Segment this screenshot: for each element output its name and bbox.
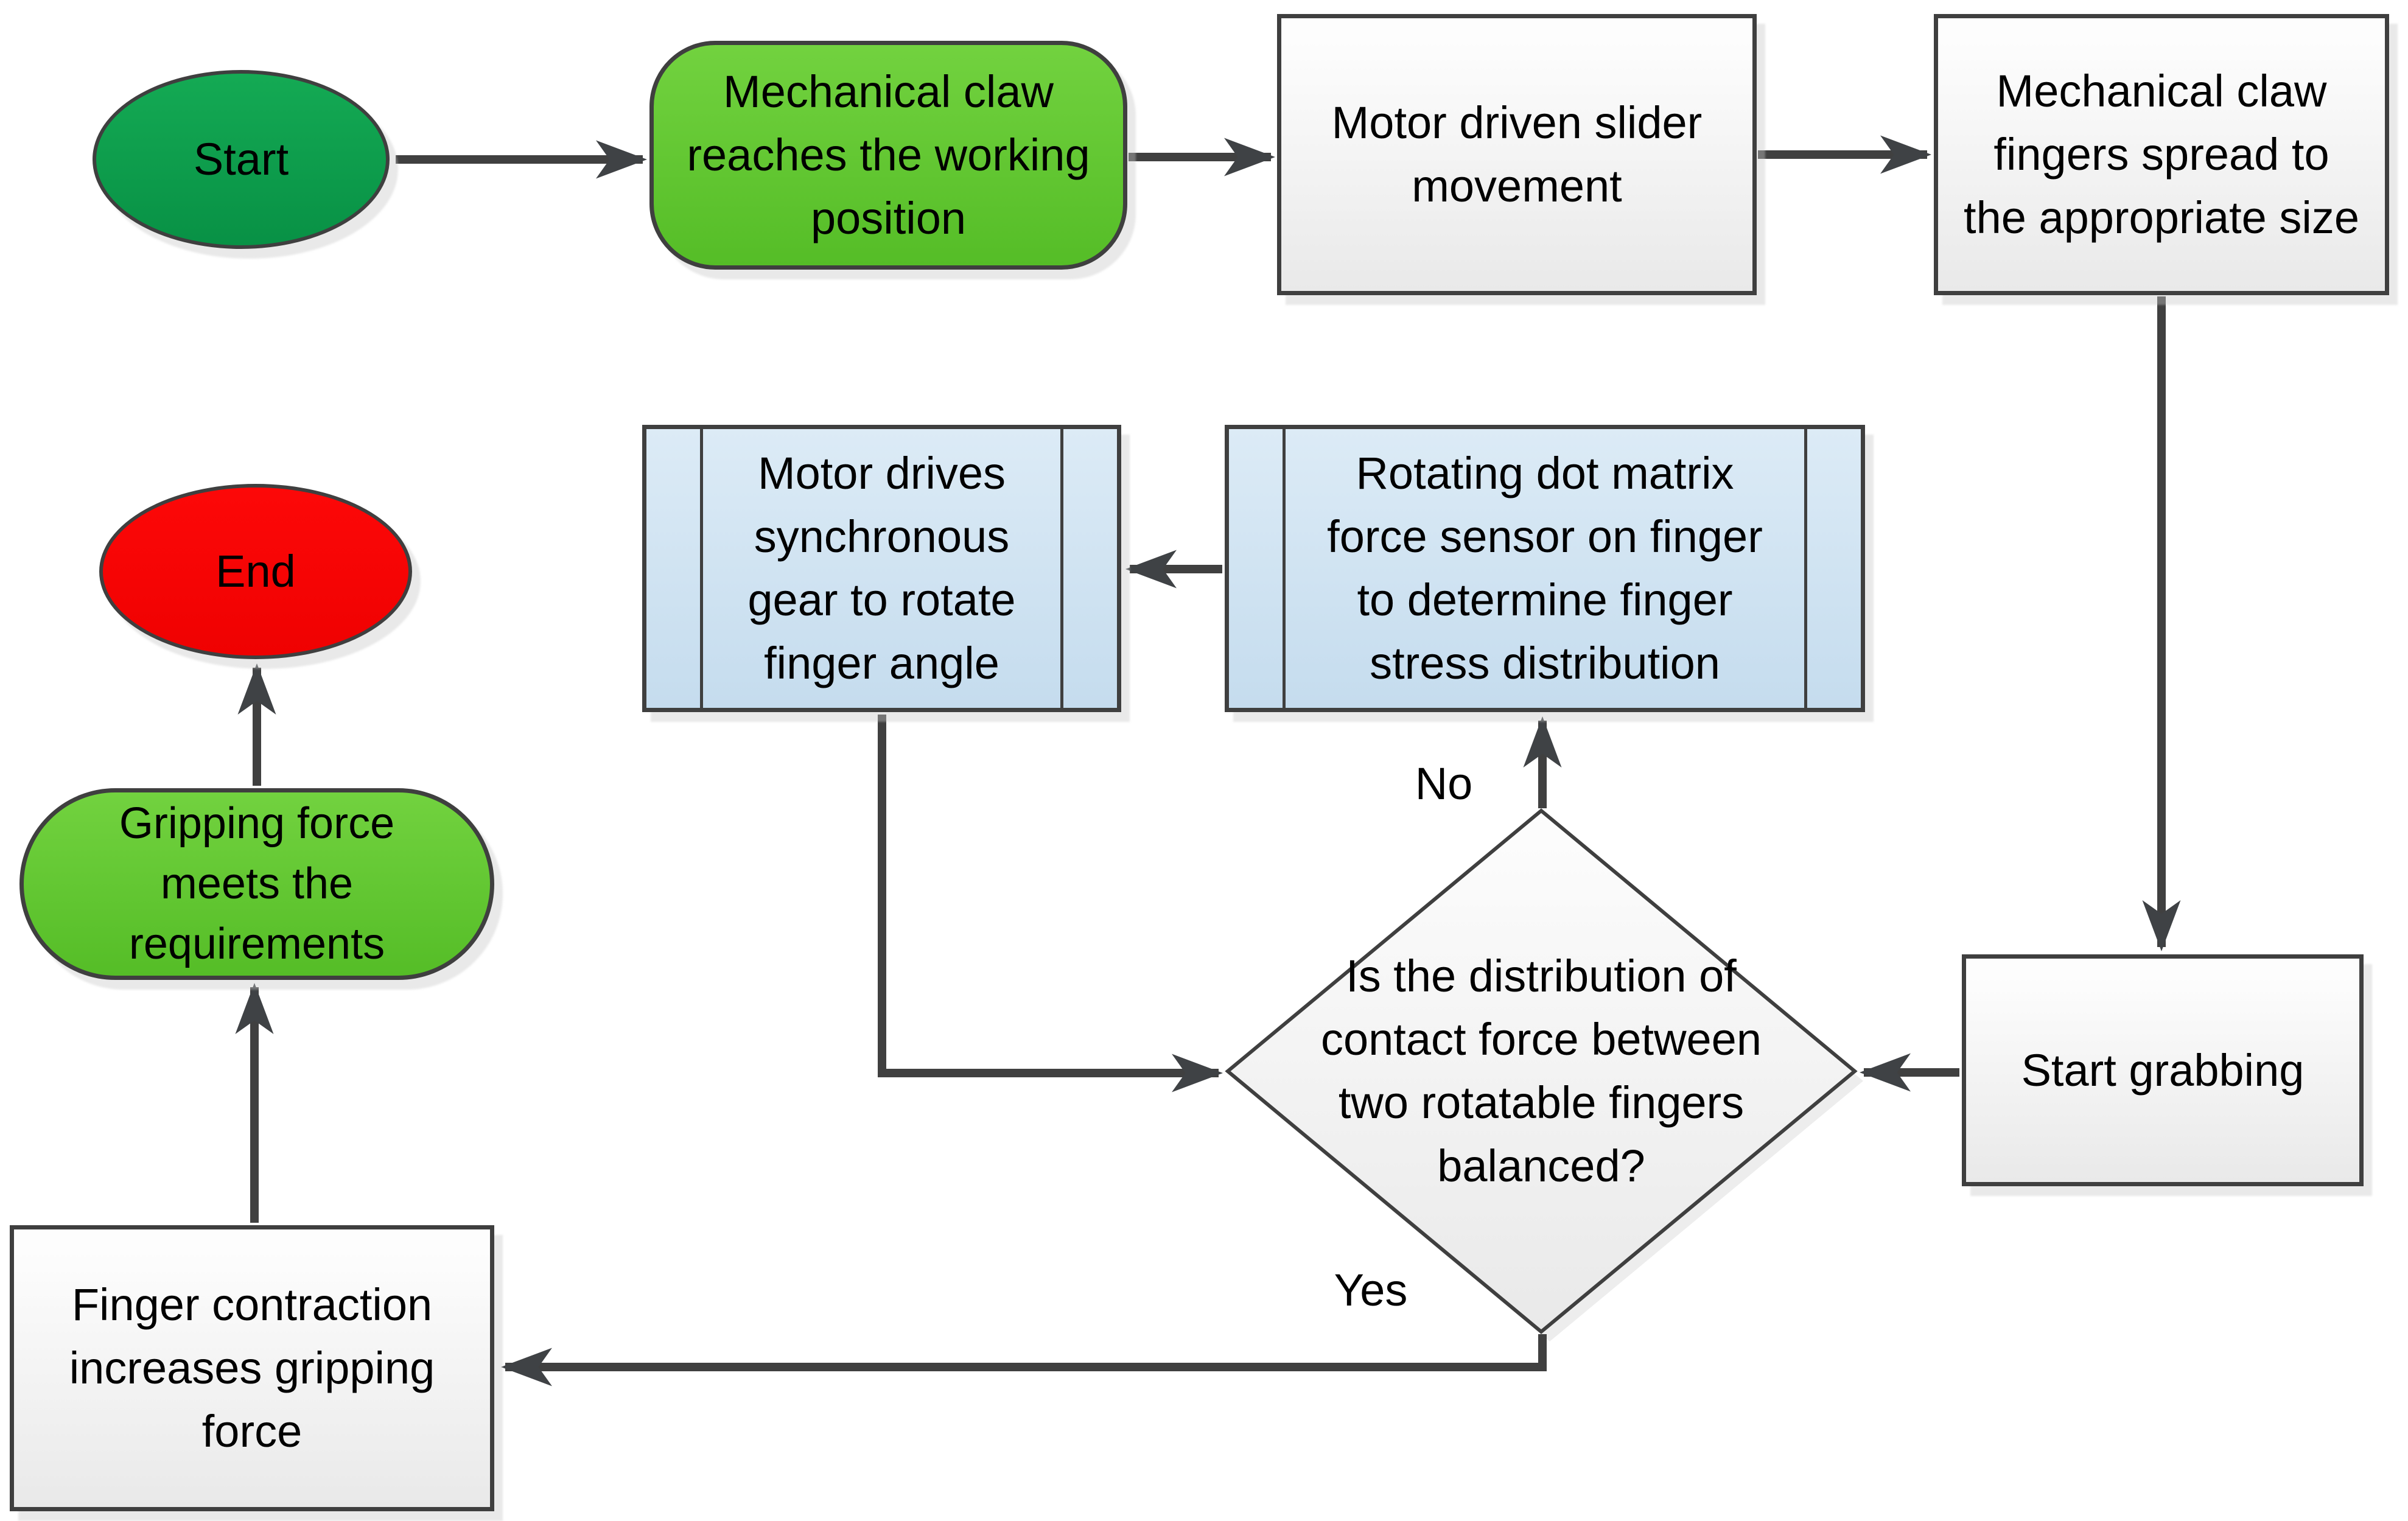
- node-decision: Is the distribution of contact force bet…: [1237, 889, 1846, 1254]
- node-reach-position-label: Mechanical claw reaches the working posi…: [687, 66, 1090, 243]
- node-fingers-spread-label: Mechanical claw fingers spread to the ap…: [1964, 66, 2359, 243]
- edge-decision-yes-to-contraction: [501, 1334, 1547, 1386]
- node-motor-gear-predefined: Motor drives synchronous gear to rotate …: [642, 425, 1121, 712]
- node-start-grabbing: Start grabbing: [1962, 954, 2364, 1186]
- node-finger-contraction-label: Finger contraction increases gripping fo…: [69, 1279, 435, 1456]
- node-fingers-spread: Mechanical claw fingers spread to the ap…: [1934, 14, 2389, 295]
- edge-label-yes: Yes: [1334, 1265, 1408, 1315]
- edge-label-no: No: [1415, 758, 1473, 809]
- node-end-terminator: End: [99, 484, 412, 659]
- edge-gear-to-decision: [878, 715, 1223, 1093]
- node-force-sensor-predefined: Rotating dot matrix force sensor on fing…: [1225, 425, 1865, 712]
- node-motor-gear-label: Motor drives synchronous gear to rotate …: [747, 448, 1016, 688]
- node-reach-position: Mechanical claw reaches the working posi…: [649, 41, 1127, 270]
- node-start-terminator: Start: [93, 70, 390, 249]
- node-decision-label: Is the distribution of contact force bet…: [1321, 951, 1762, 1191]
- node-start-grabbing-label: Start grabbing: [2021, 1044, 2305, 1096]
- node-start-label: Start: [193, 134, 289, 184]
- node-gripping-force-meets: Gripping force meets the requirements: [19, 788, 494, 980]
- node-motor-slider: Motor driven slider movement: [1277, 14, 1757, 295]
- decision-diamond: [1225, 808, 1858, 1334]
- node-gripping-force-meets-label: Gripping force meets the requirements: [119, 799, 395, 968]
- node-motor-slider-label: Motor driven slider movement: [1331, 97, 1703, 211]
- node-finger-contraction: Finger contraction increases gripping fo…: [10, 1225, 494, 1511]
- node-end-label: End: [215, 546, 296, 596]
- node-force-sensor-label: Rotating dot matrix force sensor on fing…: [1327, 448, 1763, 688]
